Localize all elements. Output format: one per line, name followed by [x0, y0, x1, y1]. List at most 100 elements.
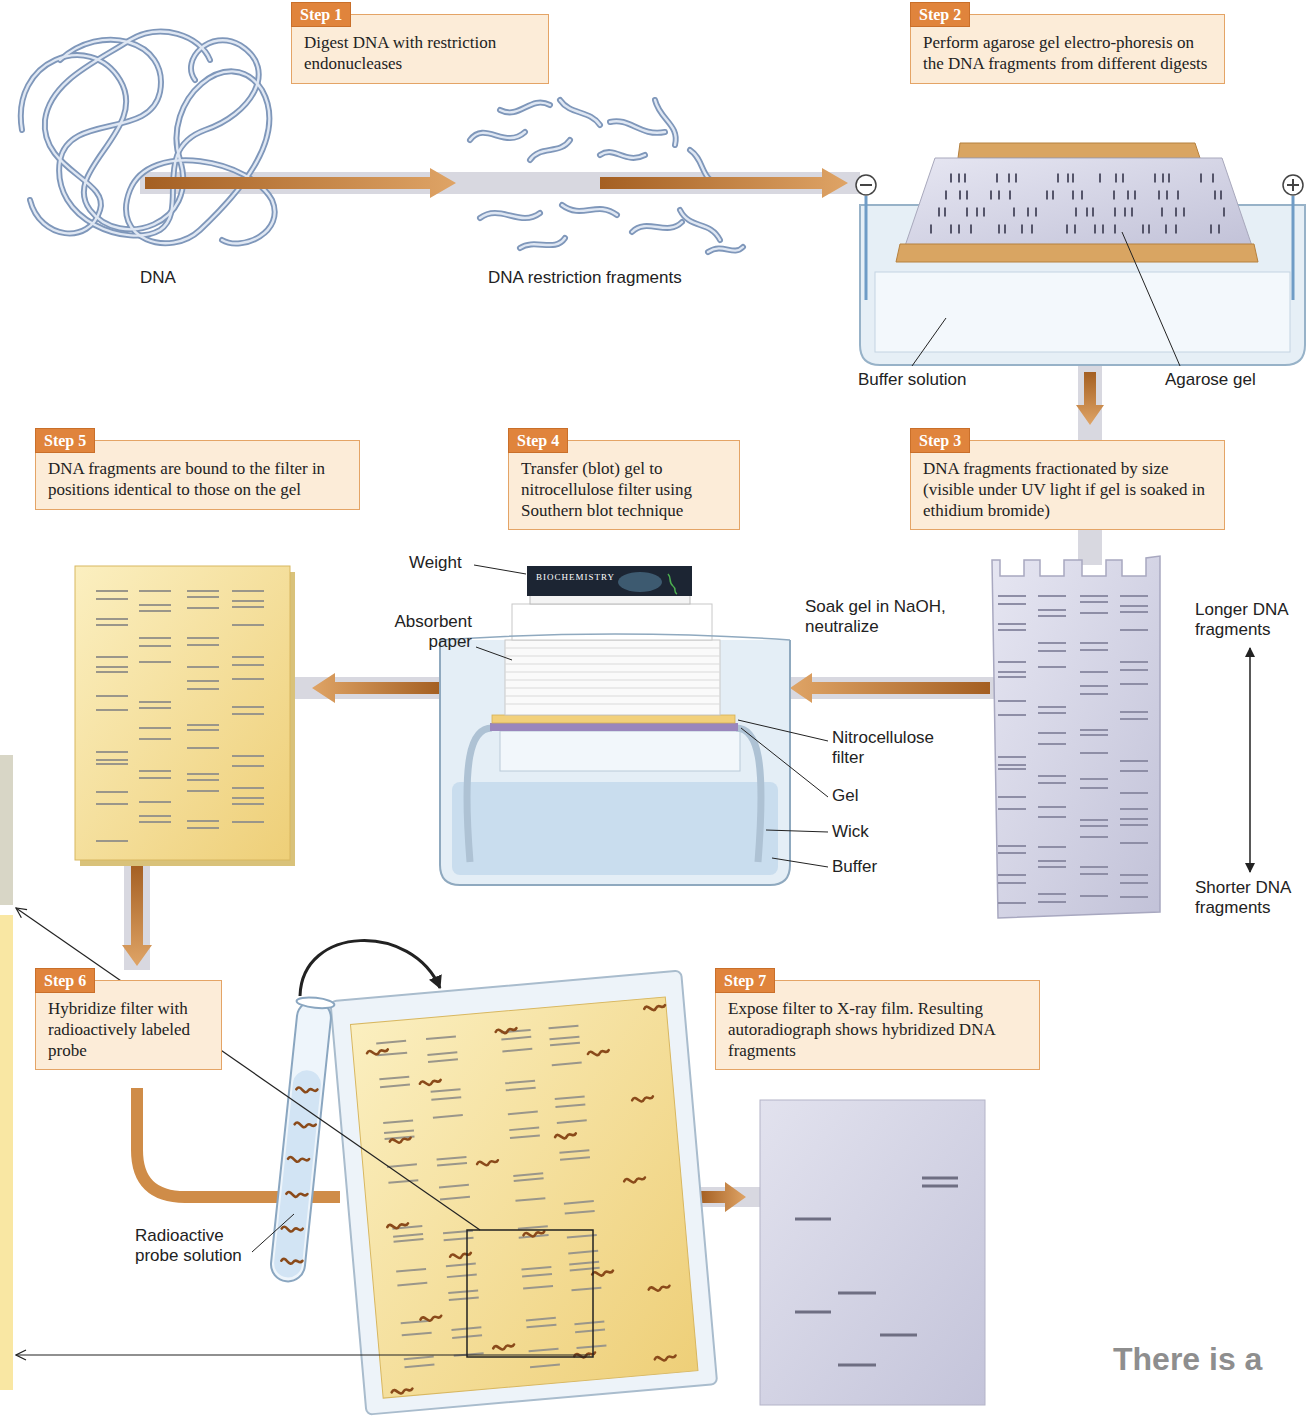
zoom-callout: [0, 915, 13, 1390]
flow-arrow: [700, 1182, 746, 1212]
test-tube: [286, 1192, 307, 1198]
autoradiograph-film: [922, 1185, 958, 1188]
hybridization-bag: [450, 1253, 471, 1259]
test-tube: [269, 999, 332, 1283]
blotting-tray: [440, 566, 790, 885]
hybridization-bag: [496, 1028, 517, 1034]
part-label: Absorbent paper: [372, 612, 472, 653]
nitrocellulose-filter: [75, 566, 295, 866]
part-label: Gel: [832, 786, 858, 806]
flow-arrow: [145, 168, 456, 198]
step-box: Step 3 DNA fragments fractionated by size…: [910, 428, 1225, 530]
electrophoresis-tank: [875, 272, 1290, 352]
nitrocellulose-filter: [96, 590, 128, 848]
autoradiograph-film: [880, 1334, 917, 1337]
zoom-callout: [0, 755, 593, 1390]
nitrocellulose-filter: [187, 590, 219, 848]
step-heading: Step 6: [35, 968, 95, 993]
part-label: Wick: [832, 822, 869, 842]
slide-note: There is a: [1113, 1340, 1262, 1378]
electrophoresis-tank: [905, 158, 1252, 246]
agarose-gel: [1012, 595, 1134, 905]
nitrocellulose-filter: [139, 590, 171, 848]
test-tube: [294, 1122, 315, 1128]
part-label: DNA: [140, 268, 176, 288]
electrophoresis-tank: [945, 191, 1222, 200]
step-heading: Step 7: [715, 968, 775, 993]
part-label: Agarose gel: [1165, 370, 1256, 390]
part-label: Nitrocellulose filter: [832, 728, 962, 769]
hybridization-bag: [555, 1133, 576, 1139]
blotting-tray: [505, 640, 720, 715]
dna-strand: [21, 32, 275, 244]
hybridization-bag: [523, 1231, 544, 1237]
step-text: Hybridize filter with radioactively labe…: [48, 999, 211, 1061]
hybridization-bag: [390, 1138, 411, 1144]
dna-strand: [21, 32, 275, 244]
hybridization-bag: [477, 1160, 498, 1166]
step-heading: Step 3: [910, 428, 970, 453]
nitrocellulose-filter: [112, 590, 248, 848]
electrophoresis-tank: [896, 244, 1258, 262]
nitrocellulose-filter: [75, 566, 290, 860]
autoradiograph-film: [760, 1100, 985, 1405]
hybridization-bag: [655, 1355, 676, 1361]
size-arrow: [1250, 648, 1251, 872]
hybridization-bag: [632, 1096, 653, 1102]
zoom-callout: [0, 755, 13, 905]
electrophoresis-tank: [1292, 196, 1295, 300]
leader-line: [474, 565, 526, 574]
pour-arrow: [300, 941, 440, 996]
blotting-tray: [440, 634, 790, 640]
hybridization-bag: [516, 1030, 546, 1369]
dna-strand: [21, 32, 275, 244]
hybridization-bag: [330, 971, 717, 1415]
flow-arrow: [312, 673, 440, 703]
zoom-callout: [16, 908, 480, 1230]
electrophoresis-tank: [1292, 179, 1294, 191]
step-heading: Step 2: [910, 2, 970, 27]
leader-line: [474, 565, 828, 867]
step-body-box: Hybridize filter with radioactively labe…: [35, 980, 222, 1070]
electrophoresis-tank: [930, 225, 1238, 234]
hybridization-bag: [391, 1041, 421, 1380]
dna-fragments: [470, 100, 743, 252]
step-body-box: Transfer (blot) gel to nitrocellulose fi…: [508, 440, 740, 530]
step-heading: Step 5: [35, 428, 95, 453]
dna-fragments: [470, 100, 743, 252]
size-arrow: [1249, 648, 1251, 872]
hybridization-bag: [387, 1223, 408, 1229]
electrophoresis-tank: [938, 208, 1230, 217]
step-text: Digest DNA with restriction endonuclease…: [304, 33, 538, 74]
test-tube: [273, 1069, 323, 1279]
test-tube: [296, 996, 335, 1010]
zoom-callout: [467, 1230, 593, 1357]
blotting-tray: [527, 566, 692, 596]
step-text: DNA fragments fractionated by size (visi…: [923, 459, 1214, 521]
step-text: Transfer (blot) gel to nitrocellulose fi…: [521, 459, 729, 521]
step-body-box: DNA fragments fractionated by size (visi…: [910, 440, 1225, 530]
blotting-tray: [618, 572, 662, 592]
step-heading: Step 1: [291, 2, 351, 27]
blotting-tray: [452, 782, 778, 875]
hybridization-bag: [563, 1026, 593, 1365]
step-note: Soak gel in NaOH, neutralize: [805, 597, 985, 638]
step-body-box: Expose filter to X-ray film. Resulting a…: [715, 980, 1040, 1070]
part-label: Buffer solution: [858, 370, 966, 390]
autoradiograph-film: [838, 1292, 876, 1295]
leader-line: [741, 728, 828, 797]
blotting-tray: [505, 648, 720, 704]
leader-line: [738, 720, 828, 741]
flow-arrow: [600, 168, 848, 198]
agarose-gel: [998, 595, 1026, 905]
hybridization-bag: [624, 1177, 645, 1183]
leader-line: [772, 858, 828, 867]
autoradiograph-film: [838, 1364, 876, 1367]
blotting-tray: [467, 728, 492, 862]
leader-line: [1122, 232, 1180, 366]
blotting-tray: [492, 715, 735, 723]
step-box: Step 6 Hybridize filter with radioactivel…: [35, 968, 222, 1070]
electrophoresis-tank: [860, 184, 872, 186]
autoradiograph-film: [760, 1100, 985, 1405]
